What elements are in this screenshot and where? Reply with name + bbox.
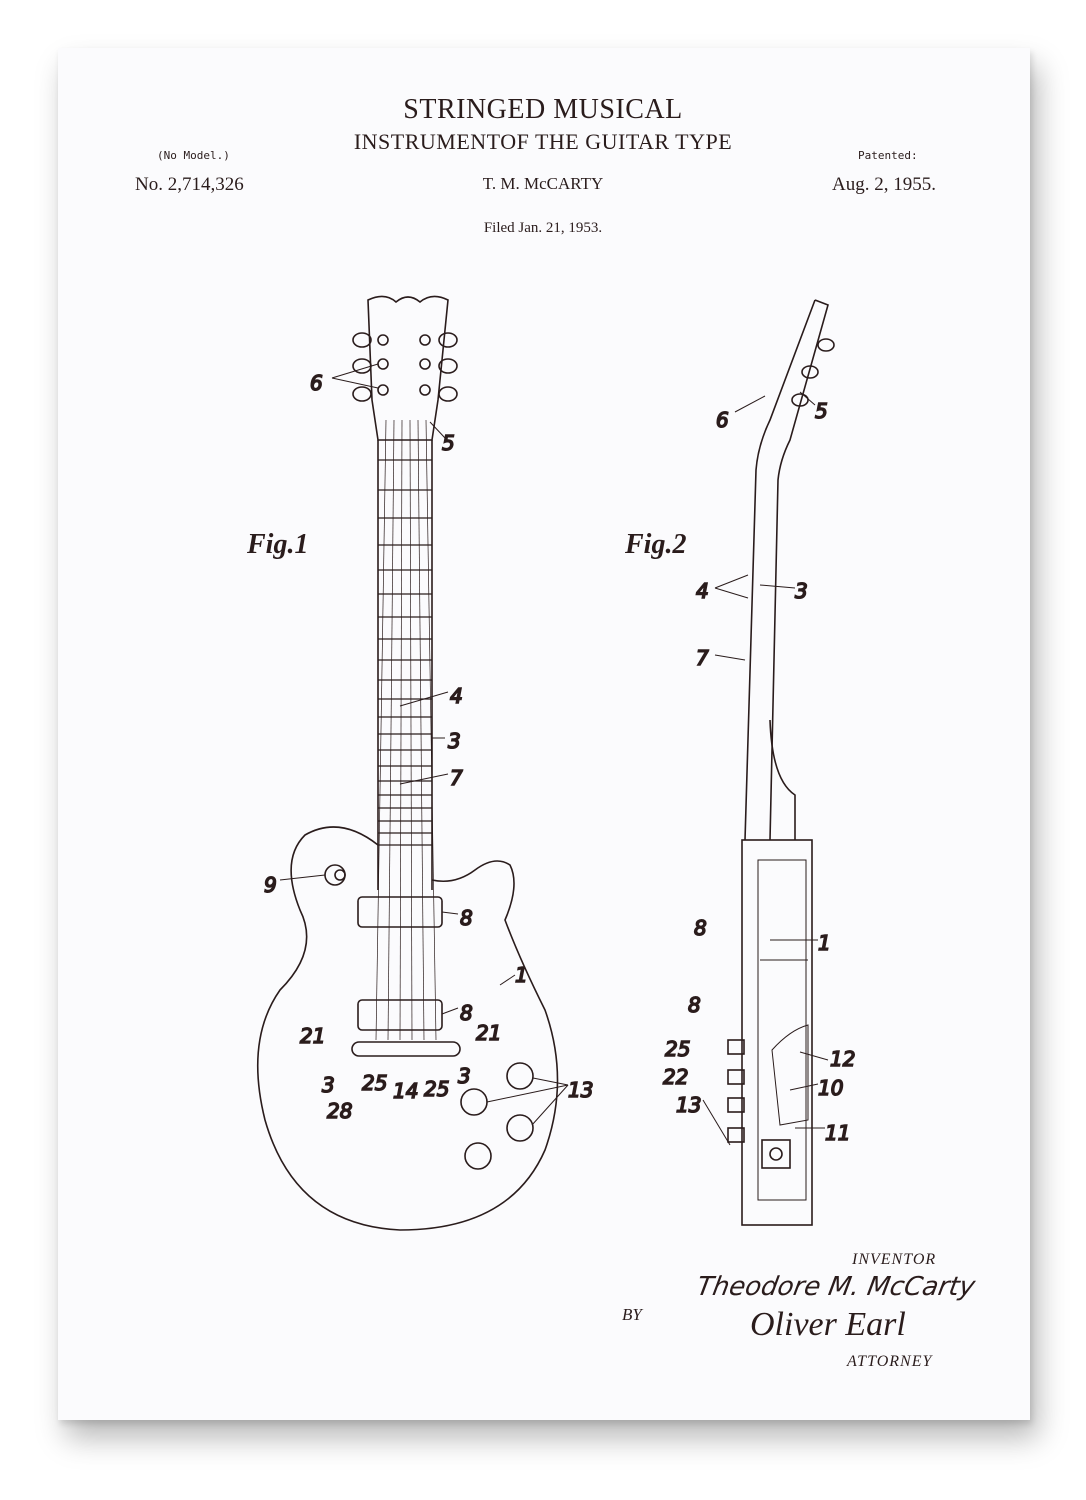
ref-numeral: 7 — [696, 646, 709, 670]
bridge — [351, 1041, 461, 1057]
ref-numeral: 25 — [665, 1037, 690, 1061]
ref-numeral: 4 — [450, 684, 463, 708]
ref-numeral: 6 — [716, 408, 729, 432]
ref-numeral: 22 — [663, 1065, 688, 1089]
fig1-reference-numerals: 6 5 4 3 7 9 8 1 8 21 21 3 25 14 25 3 28 … — [263, 370, 594, 1124]
ref-numeral: 1 — [515, 963, 528, 987]
ref-numeral: 4 — [696, 579, 709, 603]
headstock — [367, 295, 449, 441]
filed-date: Filed Jan. 21, 1953. — [483, 220, 603, 236]
no-model-note: (No Model.) — [157, 149, 230, 162]
ref-numeral: 3 — [322, 1073, 335, 1097]
patent-print-card — [58, 48, 1030, 1420]
side-neck-heel — [769, 719, 796, 840]
ref-numeral: 13 — [568, 1078, 593, 1102]
ref-numeral: 25 — [362, 1071, 387, 1095]
attorney-label: ATTORNEY — [847, 1353, 933, 1370]
ref-numeral: 8 — [694, 916, 707, 940]
fig2-guitar-side-view — [702, 299, 835, 1226]
ref-numeral: 8 — [688, 993, 701, 1017]
by-label: BY — [622, 1305, 642, 1324]
ref-numeral: 8 — [460, 1001, 473, 1025]
ref-numeral: 6 — [310, 371, 323, 395]
ref-numeral: 12 — [830, 1047, 855, 1071]
ref-numeral: 9 — [264, 873, 277, 897]
patent-title-line2: INSTRUMENTOF THE GUITAR TYPE — [353, 129, 733, 154]
ref-numeral: 5 — [815, 399, 828, 423]
inventor-signature: Theodore M. McCarty — [694, 1272, 978, 1302]
fig2-label: Fig.2 — [625, 529, 687, 560]
ref-numeral: 5 — [442, 431, 455, 455]
bridge-pickup — [357, 999, 443, 1031]
control-knobs — [460, 1062, 534, 1170]
ref-numeral: 25 — [424, 1077, 449, 1101]
ref-numeral: 3 — [458, 1064, 471, 1088]
fig1-label: Fig.1 — [247, 529, 309, 560]
side-knobs — [727, 1039, 745, 1143]
fig2-reference-numerals: 6 5 4 3 7 8 1 8 25 12 22 10 13 11 — [662, 398, 856, 1146]
patented-label: Patented: — [858, 149, 918, 162]
leader-lines — [279, 363, 569, 1126]
neck — [377, 440, 433, 890]
body-outline — [256, 826, 559, 1231]
inventor-name: T. M. McCARTY — [482, 174, 604, 193]
frets — [378, 459, 432, 846]
ref-numeral: 7 — [450, 766, 463, 790]
patent-date: Aug. 2, 1955. — [832, 174, 936, 195]
neck-pickup — [357, 896, 443, 928]
attorney-signature: Oliver Earl — [750, 1306, 906, 1343]
ref-numeral: 1 — [818, 931, 831, 955]
ref-numeral: 3 — [448, 729, 461, 753]
strings — [375, 419, 437, 1041]
side-tuning-pegs — [791, 338, 835, 407]
output-jack — [761, 1139, 791, 1169]
ref-numeral: 8 — [460, 906, 473, 930]
ref-numeral: 14 — [393, 1079, 418, 1103]
ref-numeral: 3 — [795, 579, 808, 603]
side-body — [741, 839, 813, 1226]
side-headstock — [744, 299, 829, 841]
ref-numeral: 11 — [825, 1121, 850, 1145]
fig1-guitar-front-view — [256, 295, 569, 1231]
ref-numeral: 21 — [476, 1021, 501, 1045]
ref-numeral: 13 — [676, 1093, 701, 1117]
ref-numeral: 21 — [300, 1024, 325, 1048]
tuning-pegs — [352, 332, 458, 402]
ref-numeral: 10 — [818, 1076, 843, 1100]
ref-numeral: 28 — [327, 1099, 352, 1123]
control-cavity — [771, 1024, 809, 1126]
patent-number: No. 2,714,326 — [135, 174, 244, 195]
patent-title-line1: STRINGED MUSICAL — [403, 94, 683, 125]
inventor-label: INVENTOR — [852, 1251, 937, 1268]
side-leader-lines — [702, 391, 829, 1146]
